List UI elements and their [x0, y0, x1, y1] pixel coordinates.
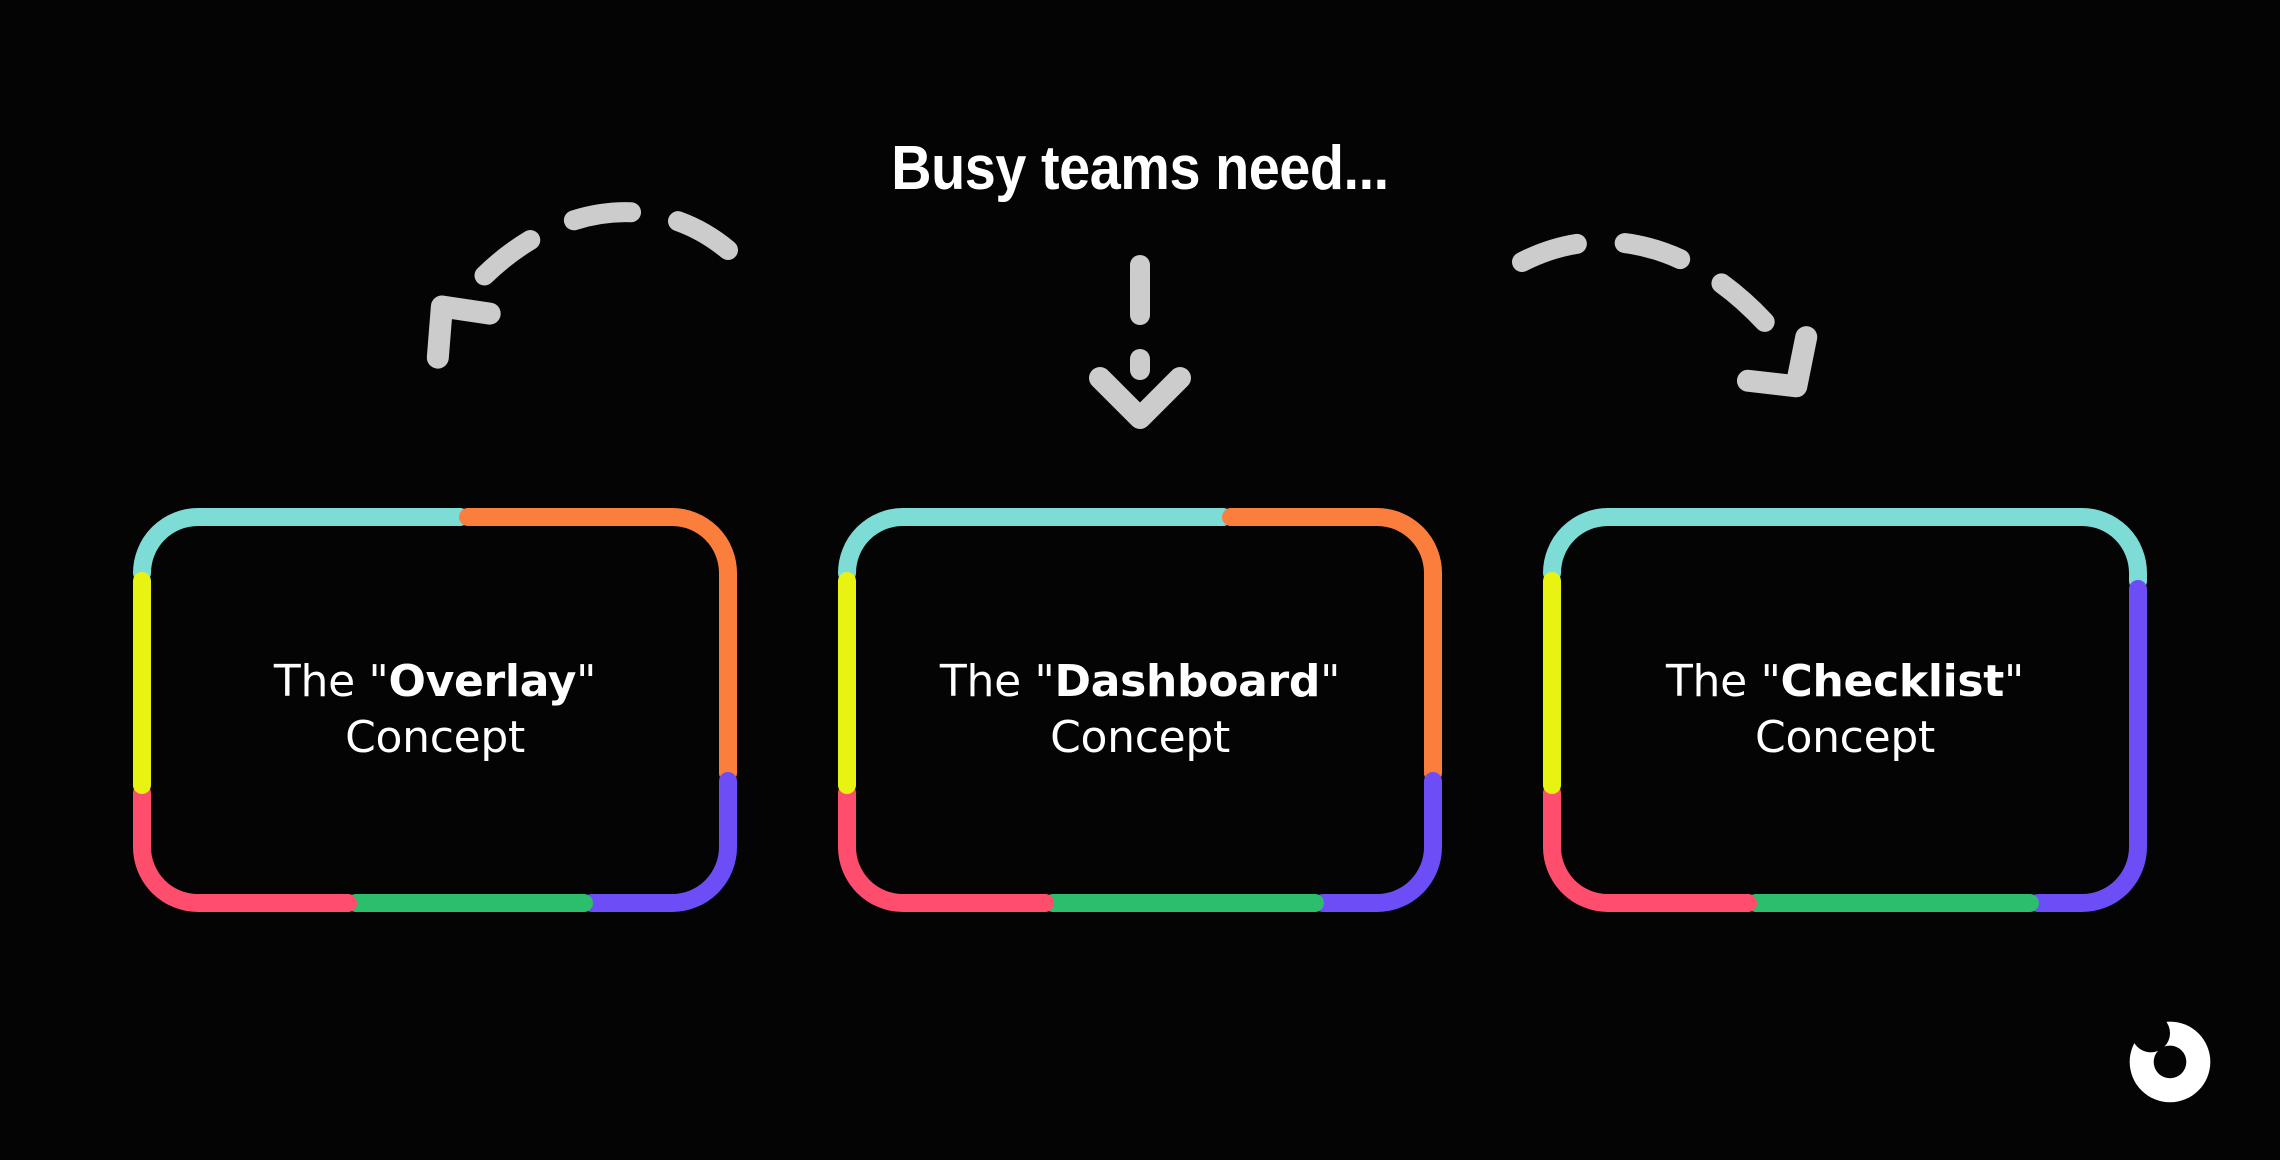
card-prefix: The ": [273, 655, 389, 707]
card-prefix: The ": [1665, 655, 1781, 707]
card-secondline: Concept: [345, 712, 525, 763]
card-label-dashboard: The "Dashboard" Concept: [940, 654, 1340, 767]
card-body-dashboard: The "Dashboard" Concept: [825, 455, 1455, 965]
card-keyword: Dashboard: [1054, 655, 1321, 707]
card-label-checklist: The "Checklist" Concept: [1666, 654, 2024, 767]
card-secondline: Concept: [1050, 712, 1230, 763]
card-secondline: Concept: [1755, 712, 1935, 763]
arrow-right-icon: [1512, 231, 1818, 398]
card-keyword: Overlay: [388, 655, 577, 707]
concept-card-row: The "Overlay" Concept The "Dashboa: [120, 455, 2160, 965]
concept-card-dashboard[interactable]: The "Dashboard" Concept: [825, 455, 1455, 965]
card-suffix: ": [2004, 655, 2024, 707]
card-border-checklist: [1543, 508, 2147, 912]
arrow-left-icon: [426, 202, 738, 369]
card-keyword: Checklist: [1780, 655, 2005, 707]
bitten-donut-logo-icon: [2122, 1012, 2218, 1108]
concept-card-checklist[interactable]: The "Checklist" Concept: [1530, 455, 2160, 965]
card-border-dashboard: [838, 508, 1442, 912]
card-border-overlay: [133, 508, 737, 912]
concept-card-overlay[interactable]: The "Overlay" Concept: [120, 455, 750, 965]
card-suffix: ": [1320, 655, 1341, 707]
card-body-overlay: The "Overlay" Concept: [120, 455, 750, 965]
card-suffix: ": [576, 655, 597, 707]
card-label-overlay: The "Overlay" Concept: [274, 654, 596, 767]
arrow-center-icon: [1089, 255, 1191, 429]
card-body-checklist: The "Checklist" Concept: [1530, 455, 2160, 965]
card-prefix: The ": [939, 655, 1055, 707]
page-title: Busy teams need...: [891, 134, 1389, 203]
